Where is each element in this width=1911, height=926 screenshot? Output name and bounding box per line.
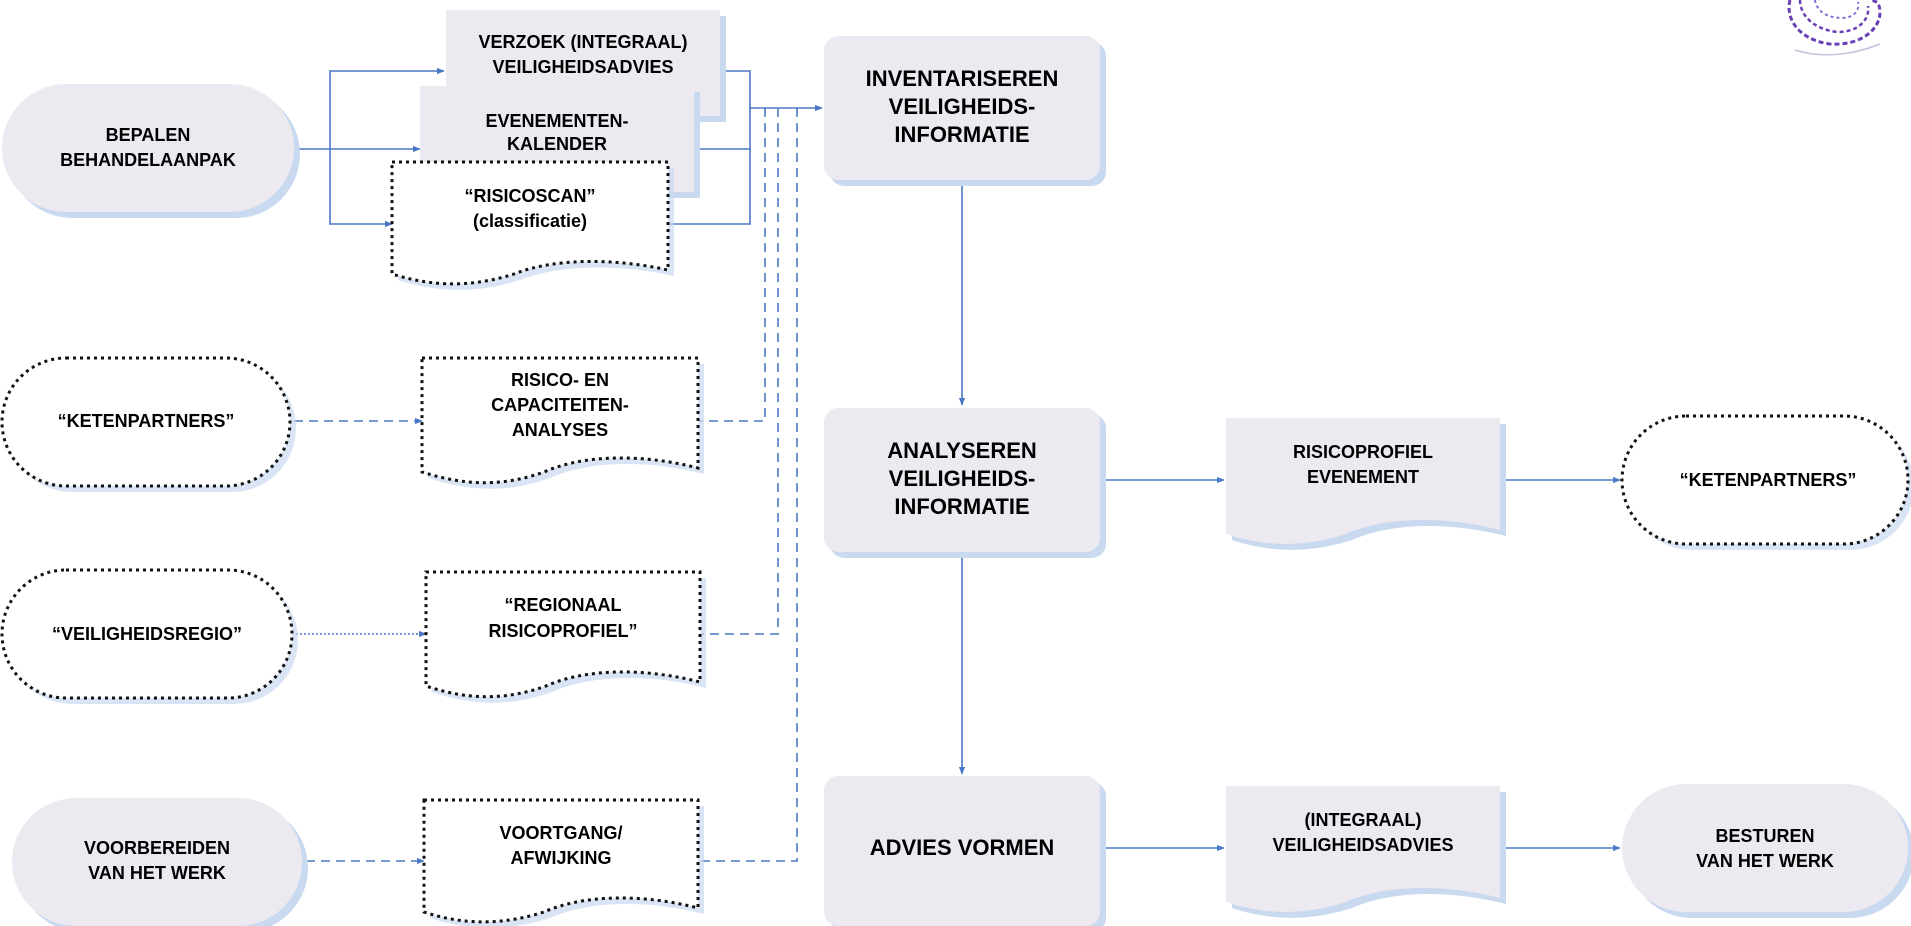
node-label: VEILIGHEIDSADVIES xyxy=(492,57,673,77)
node-label: RISICO- EN xyxy=(511,370,609,390)
node-label: ANALYSEREN xyxy=(887,438,1037,463)
node-label: VEILIGHEIDS- xyxy=(889,466,1036,491)
connector-regionaal-bus xyxy=(702,108,779,635)
node-label: VAN HET WERK xyxy=(1696,851,1834,871)
node-label: “RISICOSCAN” xyxy=(464,186,595,206)
node-label: ANALYSES xyxy=(512,420,608,440)
node-label: INFORMATIE xyxy=(894,494,1029,519)
node-besturen-van-het-werk: BESTUREN VAN HET WERK xyxy=(1622,784,1911,918)
node-veiligheidsregio: “VEILIGHEIDSREGIO” xyxy=(0,568,298,704)
node-label: “KETENPARTNERS” xyxy=(1680,470,1857,490)
node-label: INVENTARISEREN xyxy=(866,66,1059,91)
node-label: BEPALEN xyxy=(106,125,191,145)
node-voortgang-afwijking: VOORTGANG/ AFWIJKING xyxy=(422,798,704,926)
node-label: VEILIGHEIDS- xyxy=(889,94,1036,119)
connector-analyses-bus xyxy=(700,108,766,422)
node-label: BESTUREN xyxy=(1715,826,1814,846)
brand-logo-icon xyxy=(1787,0,1882,56)
node-voorbereiden-van-het-werk: VOORBEREIDEN VAN HET WERK xyxy=(12,798,308,926)
node-label: BEHANDELAANPAK xyxy=(60,150,236,170)
connectors xyxy=(294,67,1621,865)
node-label: KALENDER xyxy=(507,134,607,154)
node-label: RISICOPROFIEL” xyxy=(488,621,637,641)
node-label: (classificatie) xyxy=(473,211,587,231)
node-label: RISICOPROFIEL xyxy=(1293,442,1433,462)
node-label: CAPACITEITEN- xyxy=(491,395,629,415)
connector-voortgang-bus xyxy=(700,108,798,862)
node-integraal-veiligheidsadvies: (INTEGRAAL) VEILIGHEIDSADVIES xyxy=(1226,786,1506,918)
node-risicoprofiel-evenement: RISICOPROFIEL EVENEMENT xyxy=(1226,418,1506,550)
node-bepalen-behandelaanpak: BEPALEN BEHANDELAANPAK xyxy=(2,84,300,218)
node-advies-vormen: ADVIES VORMEN xyxy=(824,776,1106,926)
connector-bepalen-risicoscan xyxy=(329,149,393,228)
node-label: VOORTGANG/ xyxy=(499,823,622,843)
node-label: “REGIONAAL xyxy=(505,595,622,615)
node-risico-capaciteiten-analyses: RISICO- EN CAPACITEITEN- ANALYSES xyxy=(420,356,704,489)
node-ketenpartners-left: “KETENPARTNERS” xyxy=(0,356,296,492)
node-analyseren: ANALYSEREN VEILIGHEIDS- INFORMATIE xyxy=(824,408,1106,558)
node-label: “KETENPARTNERS” xyxy=(58,411,235,431)
node-ketenpartners-right: “KETENPARTNERS” xyxy=(1620,414,1911,550)
node-label: EVENEMENT xyxy=(1307,467,1419,487)
node-label: AFWIJKING xyxy=(511,848,612,868)
node-label: VAN HET WERK xyxy=(88,863,226,883)
connector-bepalen-verzoek xyxy=(329,67,445,149)
node-label: ADVIES VORMEN xyxy=(870,835,1055,860)
node-label: INFORMATIE xyxy=(894,122,1029,147)
node-risicoscan: “RISICOSCAN” (classificatie) xyxy=(390,160,674,290)
node-regionaal-risicoprofiel: “REGIONAAL RISICOPROFIEL” xyxy=(424,570,706,703)
node-inventariseren: INVENTARISEREN VEILIGHEIDS- INFORMATIE xyxy=(824,36,1106,186)
node-label: VOORBEREIDEN xyxy=(84,838,230,858)
node-label: VERZOEK (INTEGRAAL) xyxy=(479,32,688,52)
node-label: (INTEGRAAL) xyxy=(1305,810,1422,830)
connector-verzoek-bus xyxy=(668,70,751,225)
node-label: EVENEMENTEN- xyxy=(485,111,628,131)
node-label: “VEILIGHEIDSREGIO” xyxy=(52,624,242,644)
node-label: VEILIGHEIDSADVIES xyxy=(1272,835,1453,855)
